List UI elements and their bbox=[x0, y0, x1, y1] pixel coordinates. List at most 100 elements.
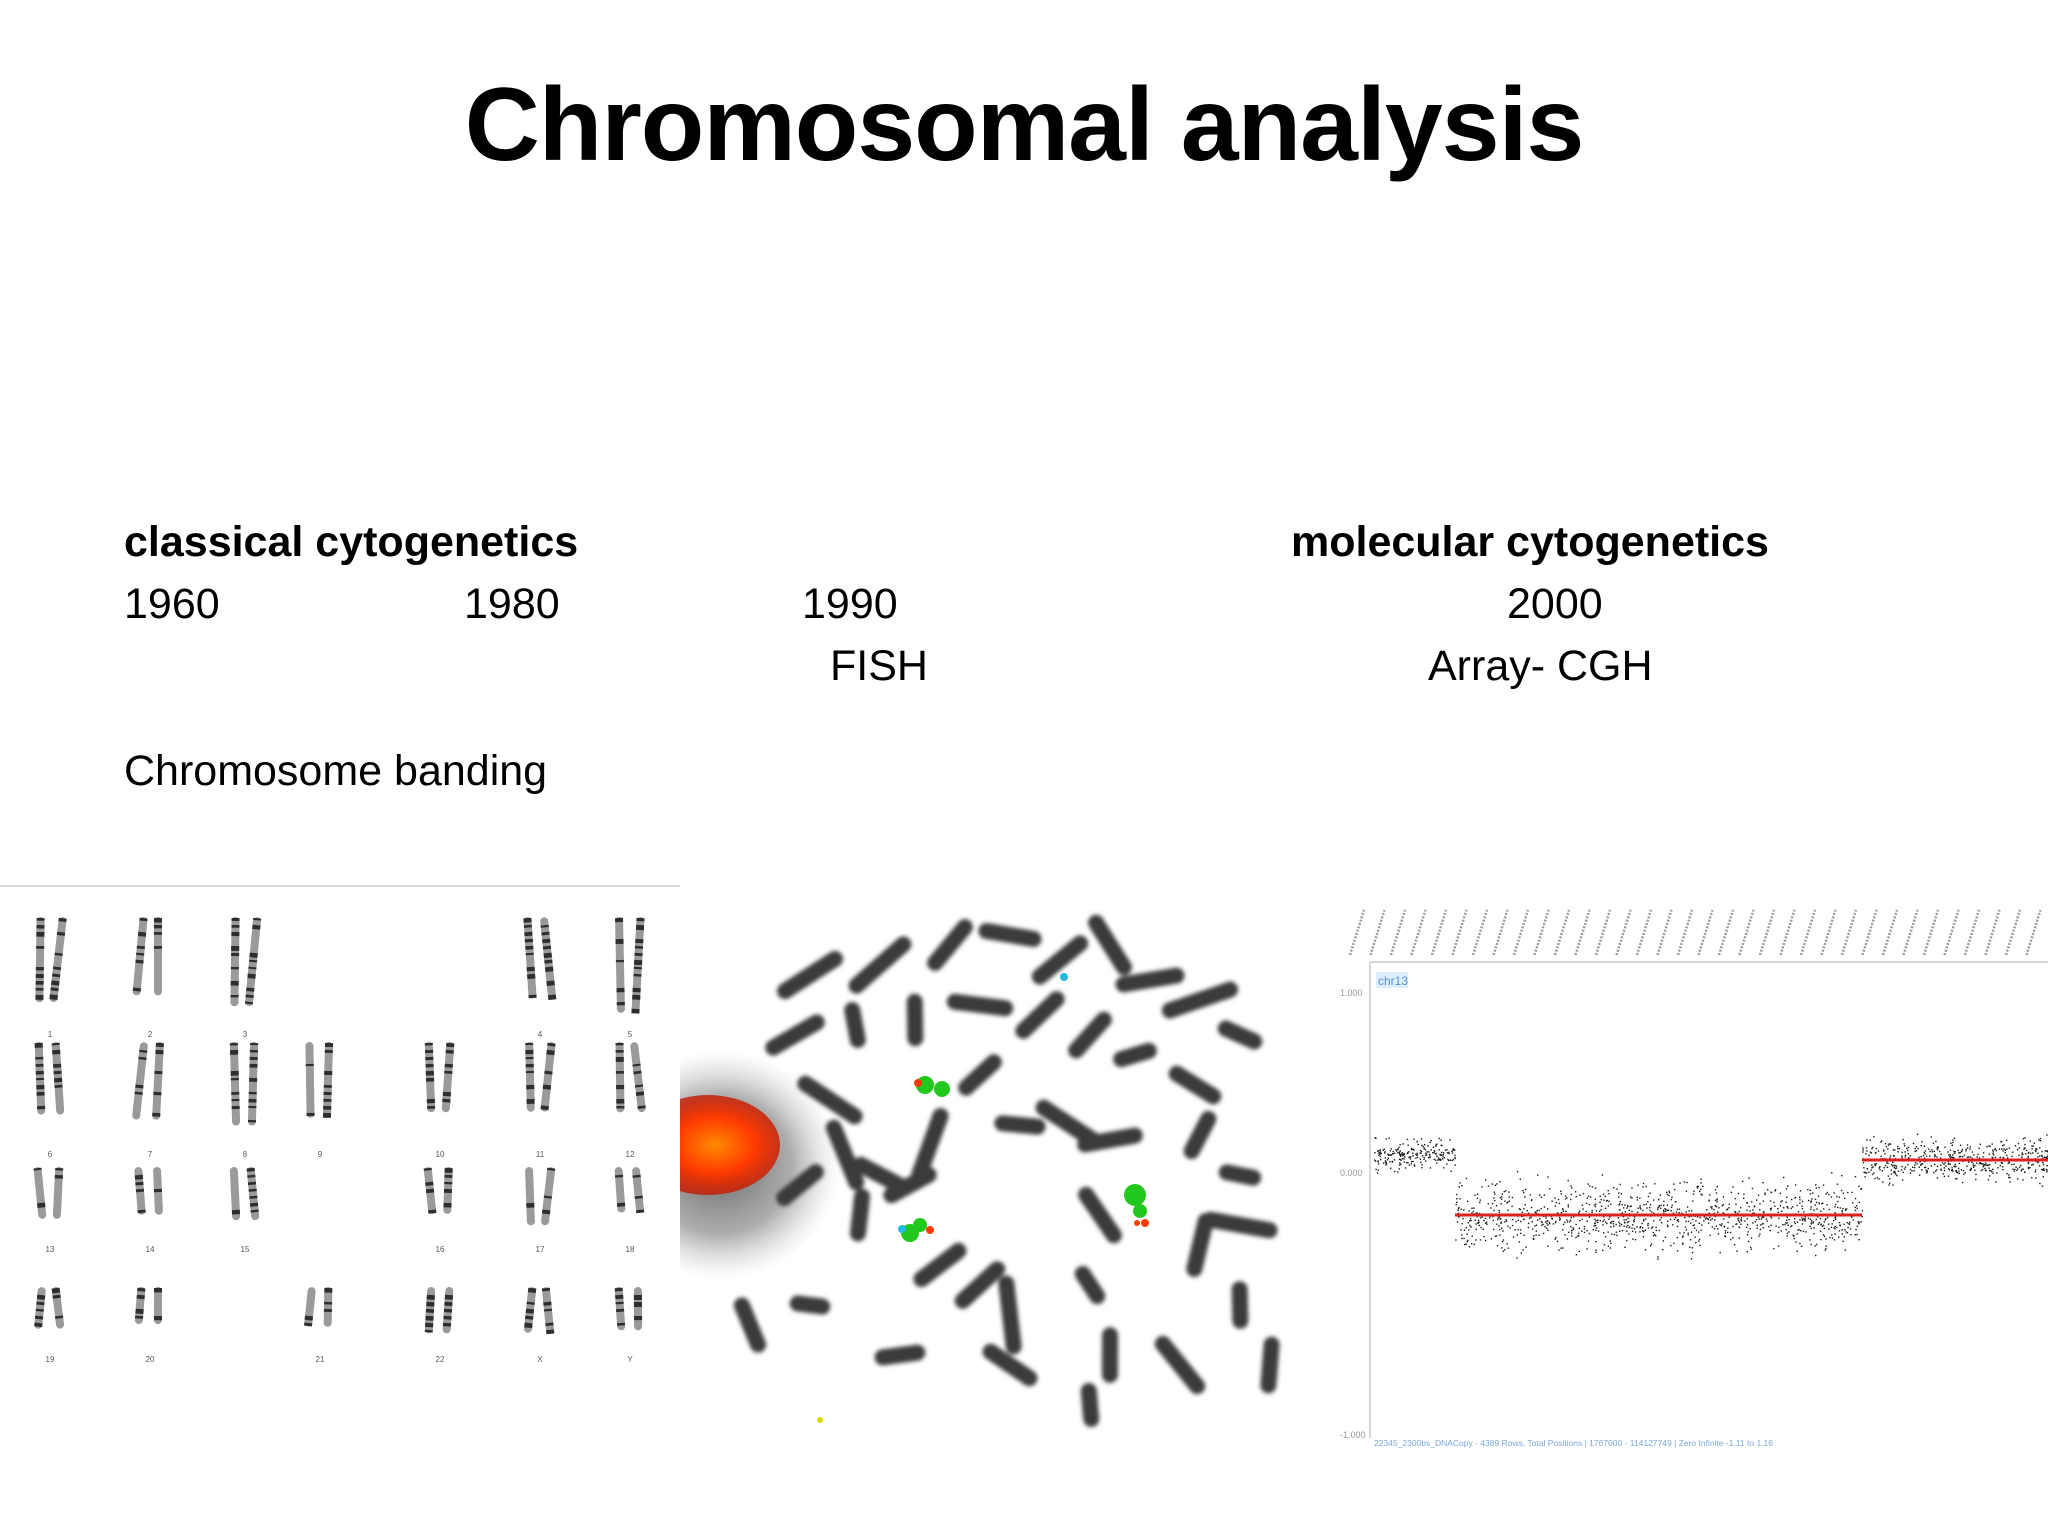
probe-point bbox=[1717, 1211, 1719, 1213]
probe-point bbox=[1692, 1200, 1694, 1202]
probe-point bbox=[1877, 1150, 1880, 1152]
probe-point bbox=[1389, 1154, 1391, 1156]
probe-point bbox=[1796, 1204, 1798, 1207]
probe-point bbox=[1376, 1172, 1379, 1174]
probe-point bbox=[1569, 1221, 1571, 1223]
probe-point bbox=[1939, 1157, 1942, 1159]
probe-point bbox=[1632, 1224, 1634, 1226]
probe-point bbox=[1985, 1169, 1987, 1172]
method-array-cgh: Array- CGH bbox=[1428, 642, 1653, 690]
probe-point bbox=[1799, 1202, 1801, 1204]
probe-point bbox=[2022, 1153, 2024, 1155]
probe-point bbox=[1720, 1224, 1722, 1227]
probe-point bbox=[1724, 1235, 1727, 1238]
probe-point bbox=[1925, 1166, 1927, 1169]
probe-point bbox=[1710, 1206, 1712, 1208]
probe-point bbox=[1831, 1223, 1833, 1225]
probe-point bbox=[1467, 1200, 1469, 1202]
probe-point bbox=[1552, 1223, 1555, 1225]
probe-point bbox=[1958, 1156, 1961, 1158]
probe-point bbox=[1519, 1178, 1521, 1180]
probe-point bbox=[1695, 1220, 1697, 1222]
molecular-cytogenetics-heading: molecular cytogenetics bbox=[1291, 518, 1769, 566]
probe-point bbox=[1616, 1188, 1618, 1190]
metaphase-chromosome bbox=[1115, 967, 1185, 993]
probe-point bbox=[1918, 1156, 1920, 1159]
probe-point bbox=[1377, 1169, 1379, 1171]
probe-point bbox=[1815, 1187, 1818, 1189]
probe-point bbox=[1473, 1207, 1475, 1209]
probe-point bbox=[1966, 1156, 1969, 1158]
probe-point bbox=[1520, 1220, 1522, 1223]
probe-point bbox=[1651, 1211, 1653, 1213]
probe-point bbox=[1556, 1212, 1559, 1214]
probe-label-mark bbox=[1779, 909, 1796, 956]
probe-point bbox=[1570, 1226, 1572, 1228]
probe-point bbox=[1863, 1171, 1865, 1174]
probe-point bbox=[1810, 1200, 1812, 1202]
probe-point bbox=[1475, 1239, 1477, 1241]
probe-point bbox=[1920, 1164, 1922, 1166]
probe-point bbox=[1675, 1211, 1678, 1213]
chromosome-pair-5: 5 bbox=[615, 917, 645, 1039]
probe-point bbox=[1602, 1232, 1605, 1234]
probe-point bbox=[1406, 1138, 1409, 1141]
probe-point bbox=[2027, 1155, 2029, 1158]
probe-point bbox=[1499, 1197, 1501, 1199]
probe-point bbox=[1689, 1239, 1692, 1241]
probe-point bbox=[1780, 1210, 1783, 1212]
probe-point bbox=[1670, 1198, 1672, 1201]
probe-point bbox=[1737, 1192, 1740, 1195]
probe-point bbox=[1838, 1196, 1841, 1198]
probe-point bbox=[1924, 1153, 1926, 1155]
probe-point bbox=[1886, 1166, 1889, 1168]
probe-point bbox=[1760, 1218, 1763, 1220]
probe-point bbox=[1770, 1191, 1772, 1193]
metaphase-chromosome bbox=[1161, 981, 1239, 1019]
probe-point bbox=[2020, 1170, 2022, 1172]
probe-point bbox=[1822, 1184, 1825, 1186]
probe-point bbox=[1587, 1195, 1590, 1197]
probe-point bbox=[1736, 1223, 1738, 1225]
probe-point bbox=[1558, 1202, 1561, 1205]
probe-point bbox=[1497, 1218, 1499, 1221]
probe-point bbox=[1804, 1220, 1806, 1222]
metaphase-chromosome bbox=[1168, 1065, 1222, 1105]
probe-point bbox=[1793, 1221, 1796, 1223]
probe-point bbox=[1524, 1204, 1526, 1206]
probe-point bbox=[1494, 1184, 1497, 1186]
probe-point bbox=[1651, 1226, 1654, 1228]
probe-point bbox=[1428, 1151, 1430, 1153]
probe-point bbox=[1557, 1198, 1560, 1201]
chromosome-pair-1: 1 bbox=[35, 917, 67, 1039]
probe-point bbox=[2009, 1181, 2011, 1183]
probe-point bbox=[1676, 1219, 1678, 1222]
probe-point bbox=[1902, 1139, 1904, 1141]
probe-point bbox=[1397, 1171, 1399, 1173]
probe-point bbox=[1828, 1228, 1830, 1230]
probe-point bbox=[1727, 1221, 1729, 1224]
probe-label-mark bbox=[1758, 909, 1776, 956]
probe-point bbox=[1493, 1191, 1496, 1193]
probe-point bbox=[1958, 1172, 1960, 1175]
probe-point bbox=[1387, 1157, 1389, 1160]
probe-point bbox=[1650, 1227, 1653, 1229]
probe-point bbox=[1904, 1154, 1907, 1156]
probe-point bbox=[1539, 1218, 1541, 1220]
probe-point bbox=[1702, 1185, 1704, 1187]
probe-point bbox=[1578, 1250, 1580, 1252]
probe-point bbox=[1501, 1193, 1503, 1195]
probe-point bbox=[1734, 1197, 1736, 1200]
probe-point bbox=[2045, 1150, 2048, 1152]
probe-point bbox=[1423, 1148, 1425, 1150]
probe-point bbox=[1479, 1201, 1481, 1204]
chromosome-pair-15: 15 bbox=[229, 1167, 260, 1254]
probe-point bbox=[1463, 1237, 1465, 1240]
probe-point bbox=[1884, 1153, 1886, 1155]
probe-point bbox=[1472, 1210, 1475, 1213]
fish-figure bbox=[680, 914, 1280, 1427]
probe-point bbox=[1460, 1229, 1462, 1231]
probe-point bbox=[1737, 1220, 1740, 1222]
probe-point bbox=[1567, 1206, 1569, 1208]
probe-point bbox=[1690, 1222, 1692, 1224]
